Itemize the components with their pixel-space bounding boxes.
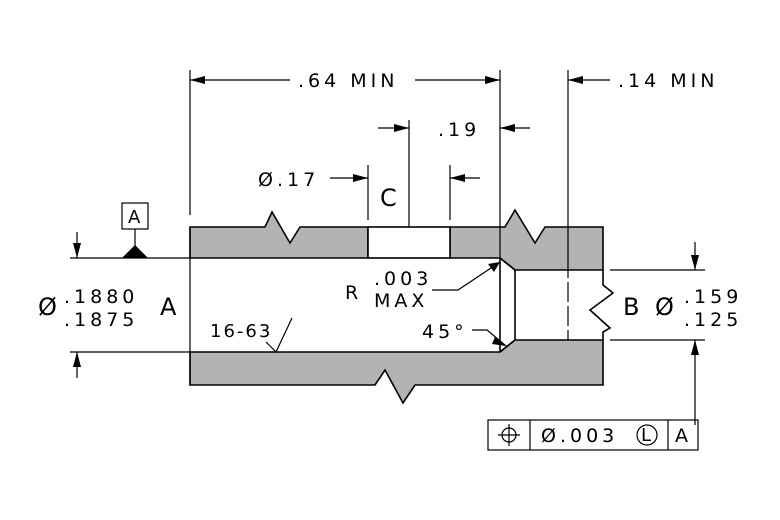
datum-a-feature: A <box>121 202 149 258</box>
bore-datum-label: A <box>160 293 177 321</box>
top-wall <box>189 210 369 259</box>
dim-hole-dia-label: Ø.17 <box>258 169 319 191</box>
dim-014-min: .14 MIN <box>567 70 718 258</box>
radius-val: .003 <box>374 268 432 290</box>
datum-a-box-label: A <box>128 207 142 228</box>
dim-064-label: .64 MIN <box>298 70 398 92</box>
radius-max: MAX <box>374 290 428 312</box>
surface-finish: 16-63 <box>210 317 293 354</box>
bore-lower: .1875 <box>64 309 138 331</box>
bore-dia-symbol: Ø <box>38 293 57 321</box>
dim-014-label: .14 MIN <box>618 70 718 92</box>
position-icon <box>498 424 520 446</box>
right-upper: .159 <box>684 286 742 308</box>
note-chamfer: 45° <box>422 321 507 347</box>
dim-019: .19 <box>378 119 530 227</box>
feature-control-frame: Ø.003 L A <box>487 419 699 451</box>
bore-upper: .1880 <box>64 286 138 308</box>
dim-bore: Ø .1880 .1875 A <box>38 232 190 378</box>
right-dia-symbol: Ø <box>655 293 674 321</box>
top-wall-right <box>449 208 604 271</box>
dim-hole-dia: Ø.17 C <box>258 165 480 220</box>
fcf-datum: A <box>675 425 692 447</box>
datum-c-label: C <box>380 184 397 212</box>
right-break-line <box>588 270 615 340</box>
right-lower: .125 <box>684 309 742 331</box>
dim-019-label: .19 <box>438 119 480 141</box>
cross-hole <box>367 226 451 259</box>
bottom-wall <box>189 339 604 405</box>
dim-064-min: .64 MIN <box>189 70 501 258</box>
finish-label: 16-63 <box>210 321 272 342</box>
part-body <box>189 208 615 405</box>
note-radius: R .003 MAX <box>345 261 501 312</box>
chamfer-angle: 45° <box>422 321 468 343</box>
right-datum-label: B <box>623 293 639 321</box>
radius-r: R <box>345 282 362 304</box>
fcf-tolerance: Ø.003 <box>541 425 618 447</box>
fcf-modifier: L <box>641 425 651 446</box>
dim-right-bore: B Ø .159 .125 <box>610 242 742 425</box>
lmc-modifier-icon: L <box>636 424 658 446</box>
